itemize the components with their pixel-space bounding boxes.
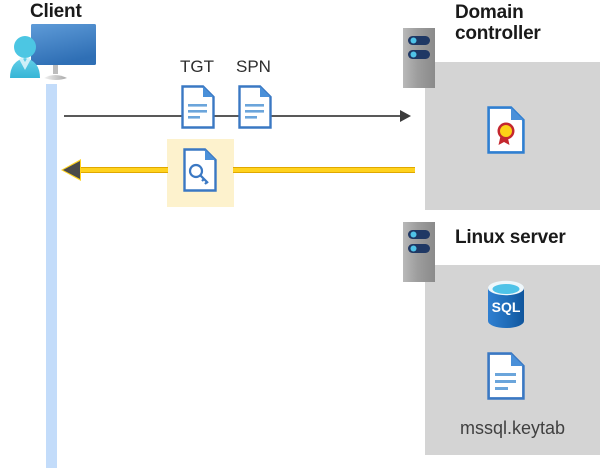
sql-label: SQL xyxy=(492,299,521,315)
client-title: Client xyxy=(30,1,82,22)
client-lifeline xyxy=(46,84,57,468)
request-flow-line xyxy=(64,115,404,117)
keytab-filename-label: mssql.keytab xyxy=(459,418,566,438)
tgt-document-icon xyxy=(181,85,215,129)
spn-label: SPN xyxy=(236,57,271,76)
tgt-label: TGT xyxy=(180,57,214,76)
key-document-icon xyxy=(183,148,217,192)
response-flow-line-right xyxy=(233,167,415,173)
response-flow-line-left xyxy=(78,167,168,173)
response-arrowhead-icon xyxy=(63,161,80,179)
linux-server-title: Linux server xyxy=(455,227,566,248)
spn-document-icon xyxy=(238,85,272,129)
client-workstation-icon xyxy=(6,22,98,90)
linux-server-rack-icon xyxy=(403,222,435,282)
domain-controller-server-rack-icon xyxy=(403,28,435,88)
request-arrowhead-icon xyxy=(400,110,411,122)
domain-controller-title: Domain controller xyxy=(455,2,541,44)
keytab-document-icon xyxy=(487,352,525,400)
certificate-document-icon xyxy=(487,106,525,154)
sql-database-icon: SQL xyxy=(484,279,528,331)
